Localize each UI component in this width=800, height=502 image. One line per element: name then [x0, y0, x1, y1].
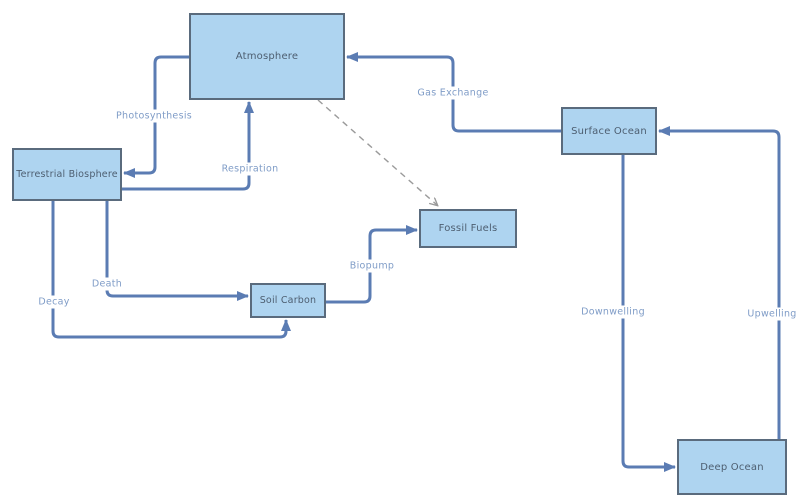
edge-label-upwelling: Upwelling — [744, 307, 800, 321]
node-terrestrial-biosphere: Terrestrial Biosphere — [12, 148, 122, 201]
node-fossil-fuels: Fossil Fuels — [419, 209, 517, 248]
edge-label-photosynthesis: Photosynthesis — [112, 109, 196, 123]
edge-label-decay: Decay — [35, 295, 73, 309]
edge-upwelling — [658, 126, 781, 439]
node-soil-carbon: Soil Carbon — [250, 283, 326, 318]
edge-label-downwelling: Downwelling — [578, 305, 648, 319]
node-atmosphere: Atmosphere — [189, 13, 345, 100]
node-atmosphere-label: Atmosphere — [235, 51, 299, 62]
edge-label-respiration: Respiration — [218, 162, 282, 176]
node-terrestrial-biosphere-label: Terrestrial Biosphere — [16, 169, 118, 180]
node-deep-ocean-label: Deep Ocean — [700, 461, 764, 473]
edge-death — [105, 201, 249, 301]
node-deep-ocean: Deep Ocean — [677, 439, 787, 495]
edge-downwelling — [621, 155, 676, 472]
edge-respiration — [122, 101, 254, 191]
edge-label-biopump: Biopump — [346, 259, 398, 273]
edge-label-gas-exchange: Gas Exchange — [414, 86, 492, 100]
node-surface-ocean-label: Surface Ocean — [571, 125, 647, 137]
node-fossil-fuels-label: Fossil Fuels — [438, 223, 498, 234]
edge-atmosphere-fossil-dashed — [317, 99, 437, 205]
node-soil-carbon-label: Soil Carbon — [259, 295, 317, 306]
node-surface-ocean: Surface Ocean — [561, 107, 657, 155]
edge-decay — [51, 201, 291, 339]
edge-label-death: Death — [88, 277, 126, 291]
